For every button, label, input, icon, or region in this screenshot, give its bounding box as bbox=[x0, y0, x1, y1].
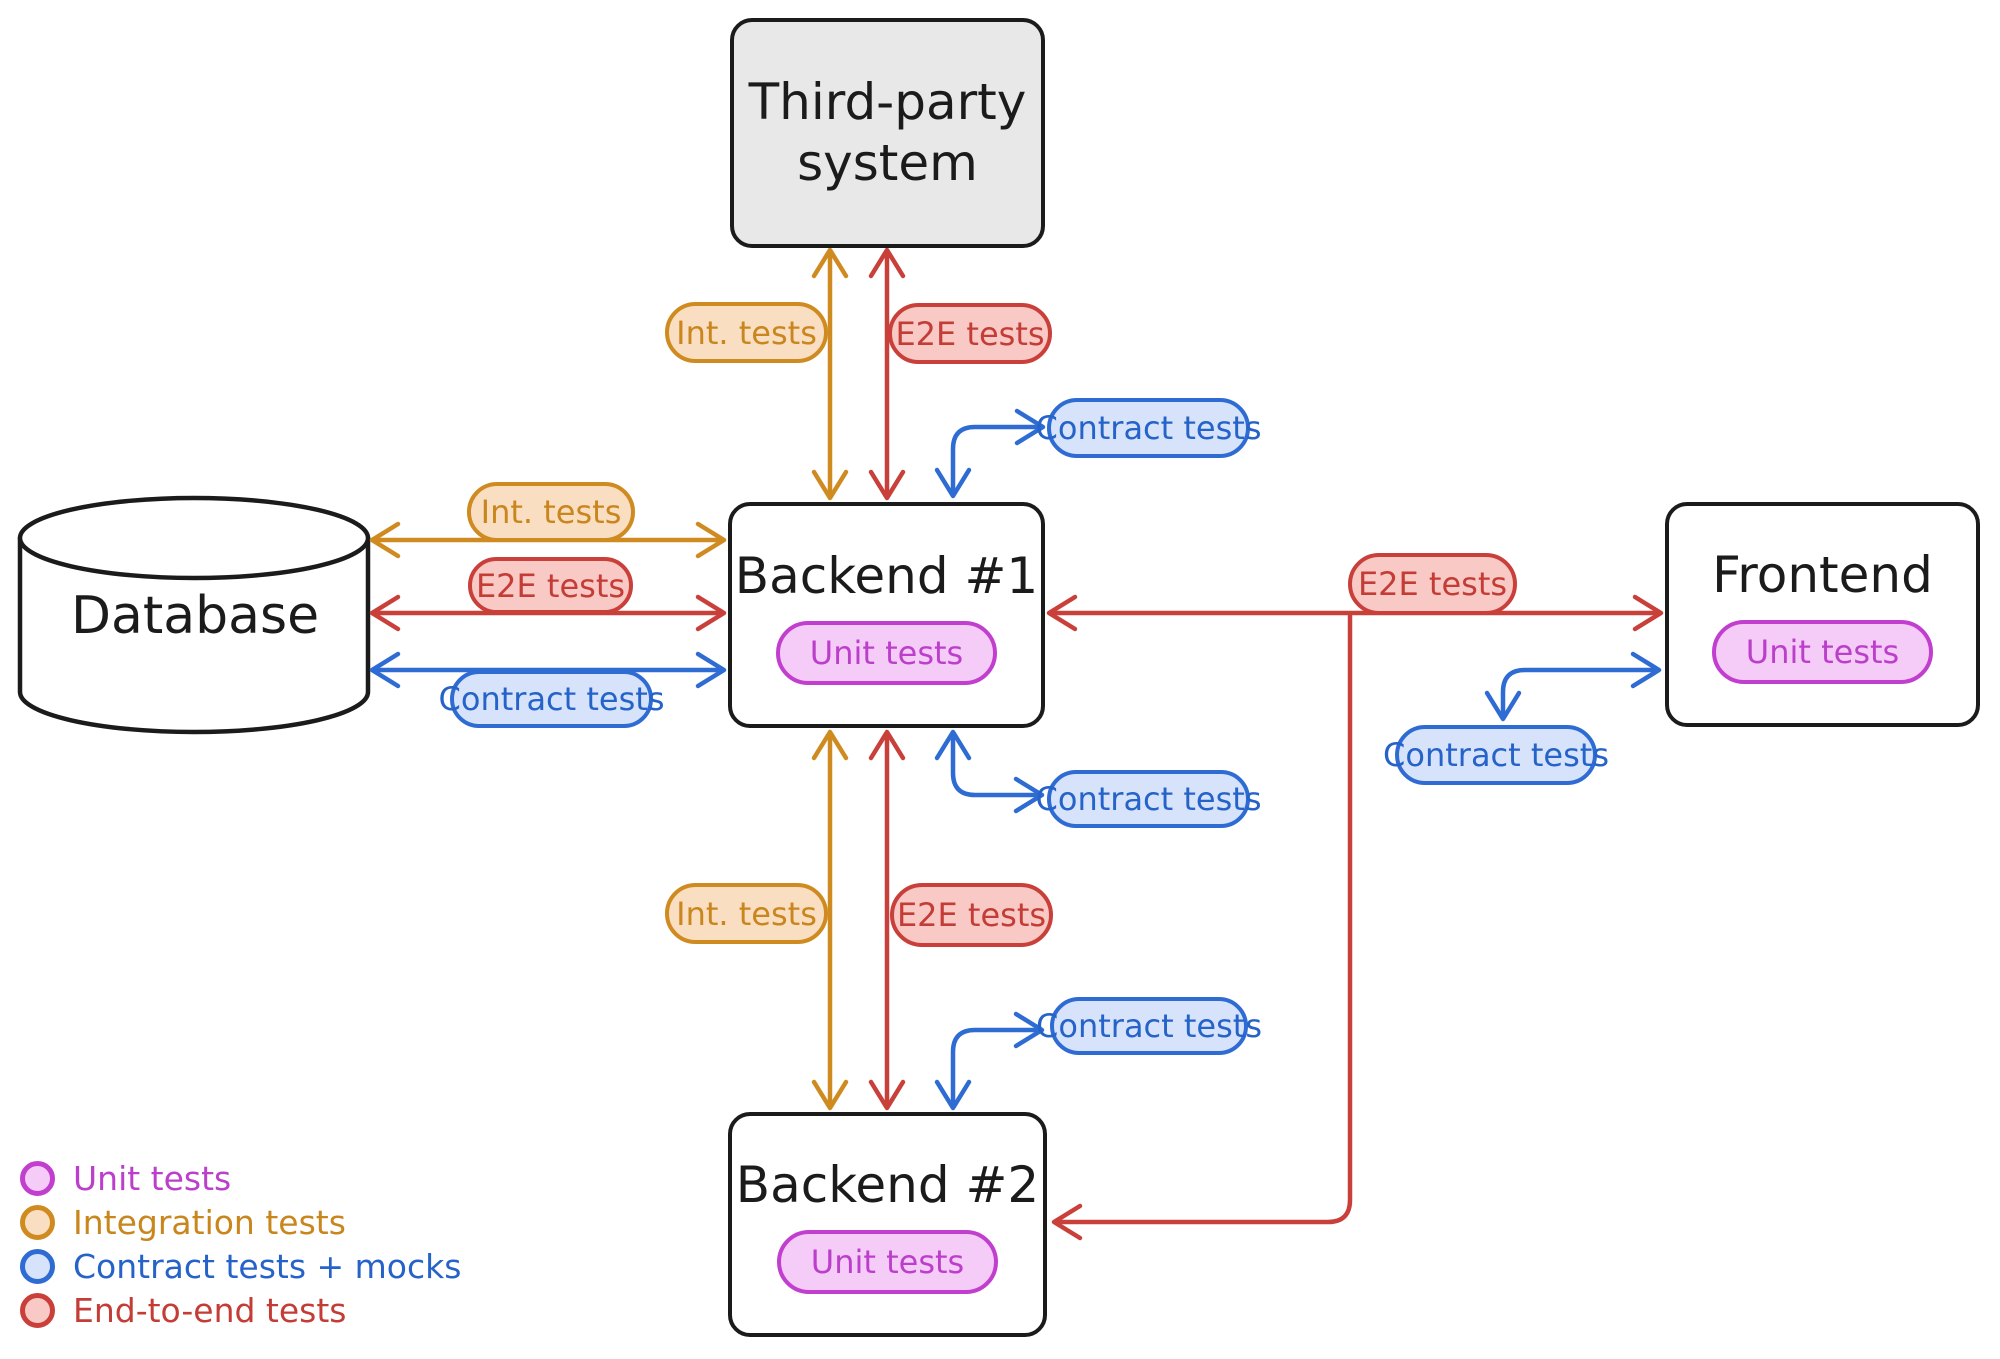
arrow-int-backend1-backend2 bbox=[811, 729, 849, 1111]
node-label: Backend #1 bbox=[734, 546, 1039, 605]
arrow-contract-backend2-top bbox=[934, 1011, 1045, 1111]
legend-label: Unit tests bbox=[73, 1158, 232, 1198]
legend-label: End-to-end tests bbox=[73, 1290, 347, 1330]
legend-item-unit-tests: Unit tests bbox=[20, 1156, 461, 1200]
legend-label: Contract tests + mocks bbox=[73, 1246, 462, 1286]
legend-item-e2e-tests: End-to-end tests bbox=[20, 1288, 461, 1332]
legend-item-contract-tests: Contract tests + mocks bbox=[20, 1244, 461, 1288]
unit-tests-badge: Unit tests bbox=[1711, 620, 1934, 684]
e2e-tests-swatch-icon bbox=[20, 1292, 55, 1328]
pill-contract-tests-database: Contract tests bbox=[439, 670, 664, 728]
pill-int-tests-thirdparty: Int. tests bbox=[665, 302, 828, 363]
unit-tests-badge: Unit tests bbox=[775, 620, 998, 685]
node-backend-1: Backend #1 Unit tests bbox=[728, 502, 1045, 728]
pill-int-tests-backends: Int. tests bbox=[665, 883, 828, 944]
arrow-e2e-backend1-thirdparty bbox=[868, 247, 906, 501]
legend: Unit tests Integration tests Contract te… bbox=[20, 1156, 461, 1332]
pill-e2e-tests-frontend: E2E tests bbox=[1348, 553, 1517, 615]
arrow-e2e-branch-backend2 bbox=[1051, 613, 1353, 1241]
arrow-e2e-frontend-backend1 bbox=[1046, 594, 1664, 632]
node-database-label: Database bbox=[70, 586, 320, 646]
arrow-e2e-backend1-backend2 bbox=[868, 729, 906, 1111]
pill-contract-tests-backend1-bottom: Contract tests bbox=[1036, 770, 1261, 828]
pill-int-tests-database: Int. tests bbox=[467, 482, 635, 542]
pill-e2e-tests-thirdparty: E2E tests bbox=[888, 303, 1052, 364]
node-label: Backend #2 bbox=[735, 1156, 1040, 1214]
database-cylinder-shape bbox=[17, 495, 371, 735]
pill-e2e-tests-backends: E2E tests bbox=[890, 883, 1053, 947]
node-frontend: Frontend Unit tests bbox=[1665, 502, 1980, 727]
arrow-contract-backend1-top bbox=[934, 408, 1046, 499]
legend-item-integration-tests: Integration tests bbox=[20, 1200, 461, 1244]
pill-e2e-tests-database: E2E tests bbox=[468, 557, 633, 614]
unit-tests-swatch-icon bbox=[20, 1160, 55, 1196]
legend-label: Integration tests bbox=[73, 1202, 346, 1242]
arrow-contract-backend1-bottom bbox=[934, 729, 1045, 814]
contract-tests-swatch-icon bbox=[20, 1248, 55, 1284]
node-backend-2: Backend #2 Unit tests bbox=[728, 1112, 1047, 1337]
unit-tests-badge: Unit tests bbox=[776, 1230, 999, 1294]
integration-tests-swatch-icon bbox=[20, 1204, 55, 1240]
pill-contract-tests-backend1-top: Contract tests bbox=[1036, 398, 1261, 458]
arrow-int-backend1-thirdparty bbox=[811, 247, 849, 501]
node-label: Frontend bbox=[1712, 546, 1933, 604]
pill-contract-tests-frontend: Contract tests bbox=[1383, 725, 1609, 785]
node-third-party-system: Third-party system bbox=[730, 18, 1045, 248]
node-label: Third-party system bbox=[748, 73, 1027, 192]
arrow-contract-frontend bbox=[1484, 651, 1662, 722]
pill-contract-tests-backend2: Contract tests bbox=[1036, 997, 1262, 1055]
